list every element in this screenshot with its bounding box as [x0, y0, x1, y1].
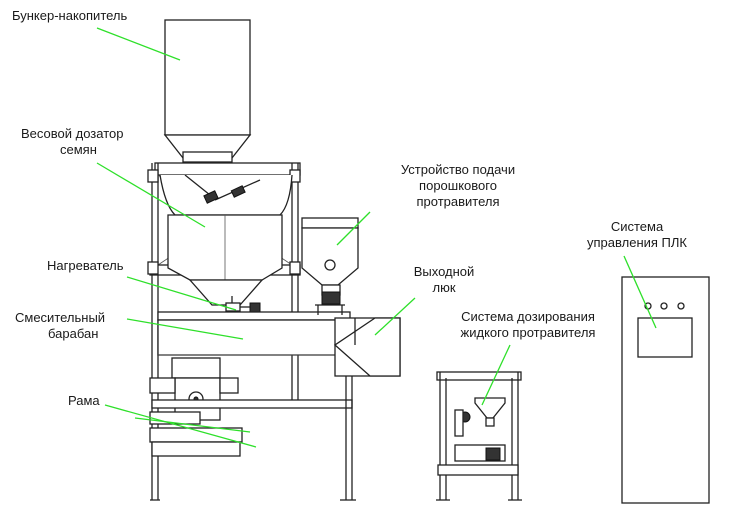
label-powder-line2: порошкового	[419, 178, 497, 193]
leader-lines	[96, 27, 657, 448]
label-doser-line2: семян	[60, 142, 97, 157]
label-frame: Рама	[68, 393, 100, 408]
label-powder-line3: протравителя	[416, 194, 500, 209]
label-liquid-line1: Система дозирования	[461, 309, 595, 324]
drive-motor	[149, 357, 239, 421]
lower-frame	[149, 355, 356, 501]
label-outlet-line1: Выходной	[413, 264, 475, 279]
hopper	[163, 19, 252, 163]
label-plc-line2: управления ПЛК	[587, 235, 687, 250]
label-drum-line2: барабан	[48, 326, 99, 341]
label-outlet-line2: люк	[432, 280, 456, 295]
label-doser-line1: Весовой дозатор	[21, 126, 124, 141]
label-plc-line1: Система	[610, 219, 664, 234]
powder-feeder	[301, 217, 359, 315]
weighing-doser	[159, 174, 293, 306]
mixing-drum	[157, 311, 351, 356]
label-heater: Нагреватель	[47, 258, 124, 273]
outlet-hatch	[333, 317, 401, 377]
label-liquid-line2: жидкого протравителя	[460, 325, 596, 340]
label-hopper: Бункер-накопитель	[12, 8, 128, 23]
label-drum-line1: Смесительный	[15, 310, 106, 325]
label-powder-line1: Устройство подачи	[400, 162, 516, 177]
liquid-dosing-system	[436, 371, 522, 501]
plc-cabinet	[621, 276, 710, 504]
